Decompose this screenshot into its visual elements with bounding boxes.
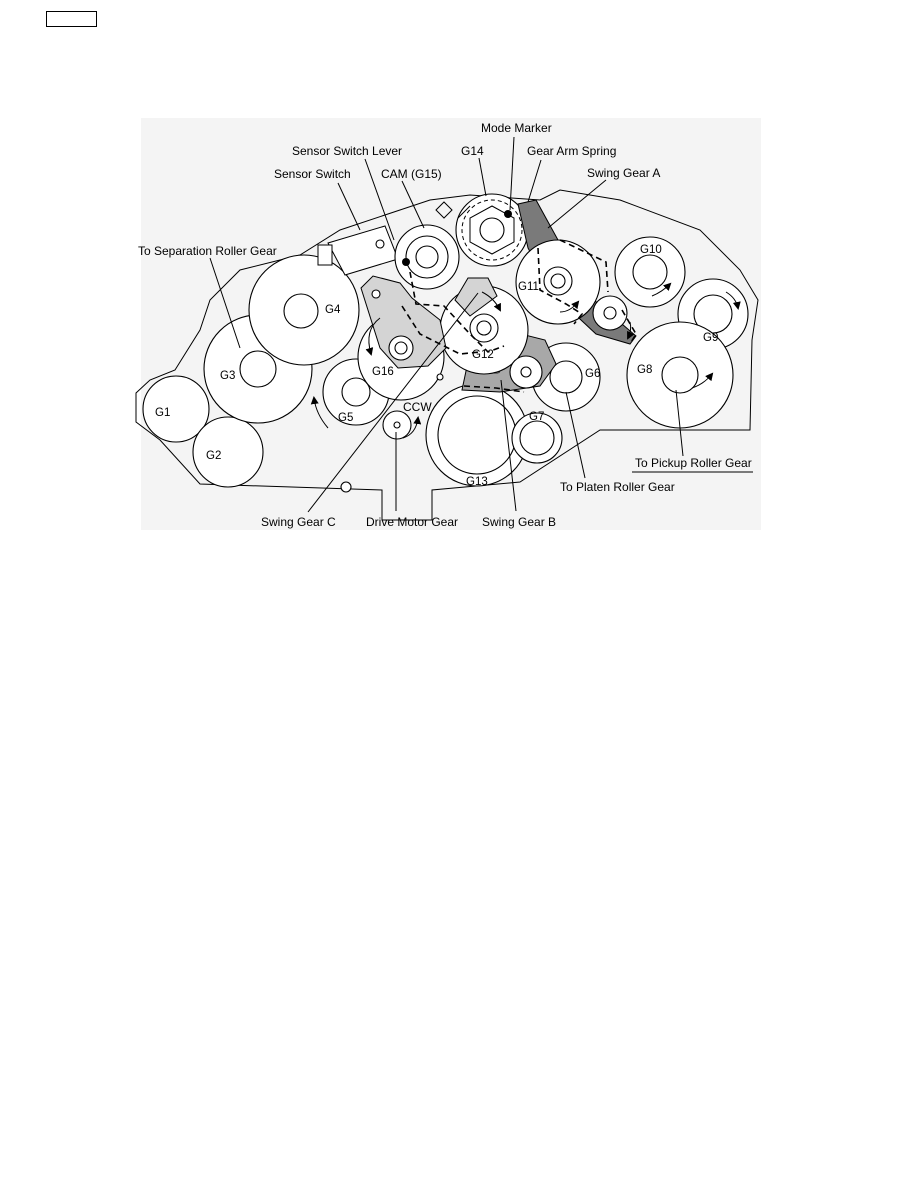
swing-gear-b-hub bbox=[520, 366, 532, 378]
label-g9: G9 bbox=[703, 332, 718, 344]
drive-motor-gear-hub bbox=[393, 421, 401, 429]
gear-g8-hub bbox=[661, 356, 699, 394]
rotation-arrow-g9 bbox=[725, 291, 741, 310]
gear-g7-inner bbox=[519, 420, 555, 456]
label-g11: G11 bbox=[518, 281, 539, 293]
label-sensor-switch: Sensor Switch bbox=[274, 167, 351, 181]
mounting-hole bbox=[436, 373, 444, 381]
label-swing-gear-b: Swing Gear B bbox=[482, 515, 556, 529]
gear-g12-axle bbox=[476, 320, 492, 336]
rotation-arrow-ccw bbox=[402, 416, 422, 439]
rotation-arrow-g11 bbox=[559, 300, 580, 313]
label-g14: G14 bbox=[461, 144, 484, 158]
leader-swing-gear-b bbox=[500, 379, 517, 512]
power-path-b bbox=[463, 385, 525, 393]
label-g5: G5 bbox=[338, 412, 353, 424]
sensor-switch-screw bbox=[375, 239, 385, 249]
chassis-outline bbox=[135, 189, 759, 521]
swing-gear-c-lever bbox=[360, 275, 447, 369]
label-mode-marker: Mode Marker bbox=[481, 121, 552, 135]
page-header-tab bbox=[46, 11, 97, 27]
power-path-a bbox=[537, 247, 584, 325]
cam-g15-marker bbox=[402, 258, 410, 266]
gear-g3-hub bbox=[239, 350, 277, 388]
mounting-boss bbox=[435, 201, 453, 219]
gear-g11-axle bbox=[550, 273, 566, 289]
power-path-a-upper bbox=[559, 239, 609, 293]
label-to-pickup-roller-gear: To Pickup Roller Gear bbox=[635, 456, 752, 470]
leader-mode-marker bbox=[509, 136, 515, 211]
mode-marker-dot bbox=[504, 210, 512, 218]
leader-sensor-switch-lever bbox=[364, 158, 395, 241]
leader-to-platen-roller-gear bbox=[565, 391, 586, 479]
gear-g1 bbox=[142, 375, 210, 443]
label-g3: G3 bbox=[220, 370, 235, 382]
mounting-hole bbox=[340, 481, 352, 493]
label-sensor-switch-lever: Sensor Switch Lever bbox=[292, 144, 402, 158]
leader-g14 bbox=[478, 157, 487, 197]
rotation-arrow-swing-a bbox=[627, 321, 635, 340]
label-g6: G6 bbox=[585, 368, 600, 380]
gear-g10-hub bbox=[632, 254, 668, 290]
label-g1: G1 bbox=[155, 407, 170, 419]
label-gear-arm-spring: Gear Arm Spring bbox=[527, 144, 616, 158]
mounting-clip bbox=[457, 205, 471, 219]
label-g2: G2 bbox=[206, 450, 221, 462]
label-g7: G7 bbox=[529, 411, 544, 423]
label-ccw: CCW bbox=[403, 400, 432, 414]
leader-gear-arm-spring bbox=[527, 159, 542, 203]
leader-cam-g15 bbox=[401, 180, 425, 229]
leader-swing-gear-c bbox=[307, 292, 479, 513]
label-g16: G16 bbox=[372, 366, 394, 378]
rotation-arrow-g16 bbox=[365, 317, 381, 356]
label-g8: G8 bbox=[637, 364, 652, 376]
swing-gear-c-arm bbox=[454, 277, 498, 317]
label-g13: G13 bbox=[466, 476, 488, 488]
gear-g2 bbox=[192, 416, 264, 488]
rotation-arrow-g3 bbox=[310, 396, 329, 429]
leader-sensor-switch bbox=[337, 182, 361, 231]
label-to-platen-roller-gear: To Platen Roller Gear bbox=[560, 480, 675, 494]
label-drive-motor-gear: Drive Motor Gear bbox=[366, 515, 458, 529]
label-swing-gear-a: Swing Gear A bbox=[587, 166, 660, 180]
rotation-arrow-g12 bbox=[481, 291, 501, 312]
leader-swing-gear-a bbox=[547, 179, 607, 229]
cam-g15-hub bbox=[415, 245, 439, 269]
power-path-c-lower bbox=[401, 305, 481, 355]
label-g12: G12 bbox=[472, 349, 494, 361]
swing-gear-a-hub bbox=[603, 306, 617, 320]
rotation-arrow-g8 bbox=[691, 372, 714, 389]
sensor-switch-connector bbox=[317, 244, 333, 266]
label-g4: G4 bbox=[325, 304, 341, 316]
label-to-separation-roller-gear: To Separation Roller Gear bbox=[138, 244, 277, 258]
gear-g14-dashed bbox=[461, 199, 523, 261]
leader-to-pickup-roller-gear bbox=[675, 389, 684, 457]
swing-gear-c-pin bbox=[371, 289, 381, 299]
swing-gear-c-hub bbox=[394, 341, 408, 355]
label-cam-g15: CAM (G15) bbox=[381, 167, 442, 181]
gear-g4-hub bbox=[283, 293, 319, 329]
gear-g5-hub bbox=[341, 377, 371, 407]
label-g10: G10 bbox=[640, 244, 662, 256]
leader-to-separation-roller-gear bbox=[209, 257, 241, 349]
label-swing-gear-c: Swing Gear C bbox=[261, 515, 336, 529]
gear-g14-hub bbox=[479, 217, 505, 243]
rotation-arrow-g10 bbox=[651, 282, 672, 297]
power-path-a-lower bbox=[621, 309, 637, 345]
